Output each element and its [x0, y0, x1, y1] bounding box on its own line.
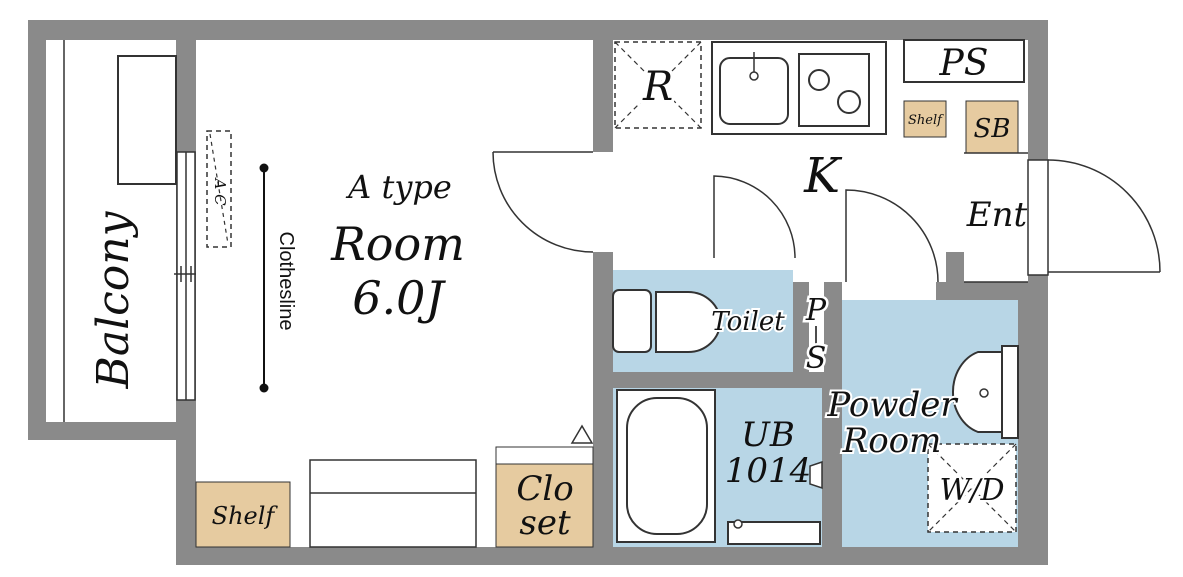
wd-label: W/D: [940, 473, 1005, 508]
toilet-door[interactable]: [713, 175, 796, 259]
vanity-cabinet: [1001, 345, 1019, 439]
ac-label: A C: [211, 176, 229, 206]
closet-label-1: Clo: [516, 469, 573, 509]
bath-shelf: [727, 521, 821, 545]
entrance-label: Ent: [966, 195, 1028, 235]
room-size-label: 6.0J: [352, 271, 446, 325]
room-shelf: [195, 481, 291, 548]
toilet-label: Toilet: [711, 307, 785, 337]
bathtub[interactable]: [626, 397, 708, 535]
entrance-door[interactable]: [1027, 159, 1161, 276]
kitchen: R PS Shelf SB K: [613, 39, 1028, 283]
ub-label-1: UB: [741, 415, 795, 455]
shoe-box-label: SB: [974, 114, 1011, 144]
room-name-label: Room: [330, 217, 465, 271]
powder-room: W/D Powder Room: [824, 300, 1019, 547]
closet[interactable]: [495, 463, 594, 548]
room-type-label: A type: [345, 168, 452, 206]
ub-label-2: 1014: [725, 451, 812, 491]
room-door[interactable]: [479, 151, 613, 253]
balcony: Balcony: [46, 40, 177, 422]
balcony-unit: [117, 55, 177, 185]
pipe-space-top: [903, 39, 1025, 83]
kitchen-label: K: [803, 148, 843, 204]
ps-mid-s-label: S: [806, 341, 827, 376]
powder-label-2: Room: [842, 421, 942, 461]
refrigerator-label: R: [642, 64, 673, 110]
balcony-window[interactable]: [174, 151, 198, 401]
ps-mid-p-label: P: [805, 293, 827, 328]
powder-label-1: Powder: [826, 385, 958, 425]
room-shelf-label: Shelf: [212, 502, 279, 530]
toilet-room: Toilet: [612, 270, 793, 372]
pipe-space-mid: P S: [802, 291, 829, 379]
small-shelf-label: Shelf: [908, 113, 944, 128]
ps-top-label: PS: [939, 43, 989, 84]
closet-label-2: set: [519, 503, 571, 543]
washbasin[interactable]: [951, 351, 1003, 433]
stove[interactable]: [798, 53, 870, 127]
toilet-bowl[interactable]: [655, 291, 721, 353]
powder-room-door[interactable]: [845, 189, 939, 283]
unit-bath: UB 1014: [613, 388, 823, 547]
ac-unit: [206, 130, 232, 248]
small-shelf: [903, 100, 947, 138]
clothesline-label: Clothesline: [275, 232, 297, 331]
entrance: Ent: [964, 152, 1028, 283]
main-room: A C Clothesline A type Room 6.0J Shelf C…: [195, 40, 594, 548]
balcony-label: Balcony: [88, 210, 139, 389]
toilet-tank: [612, 289, 652, 353]
sliding-door[interactable]: [309, 459, 477, 548]
